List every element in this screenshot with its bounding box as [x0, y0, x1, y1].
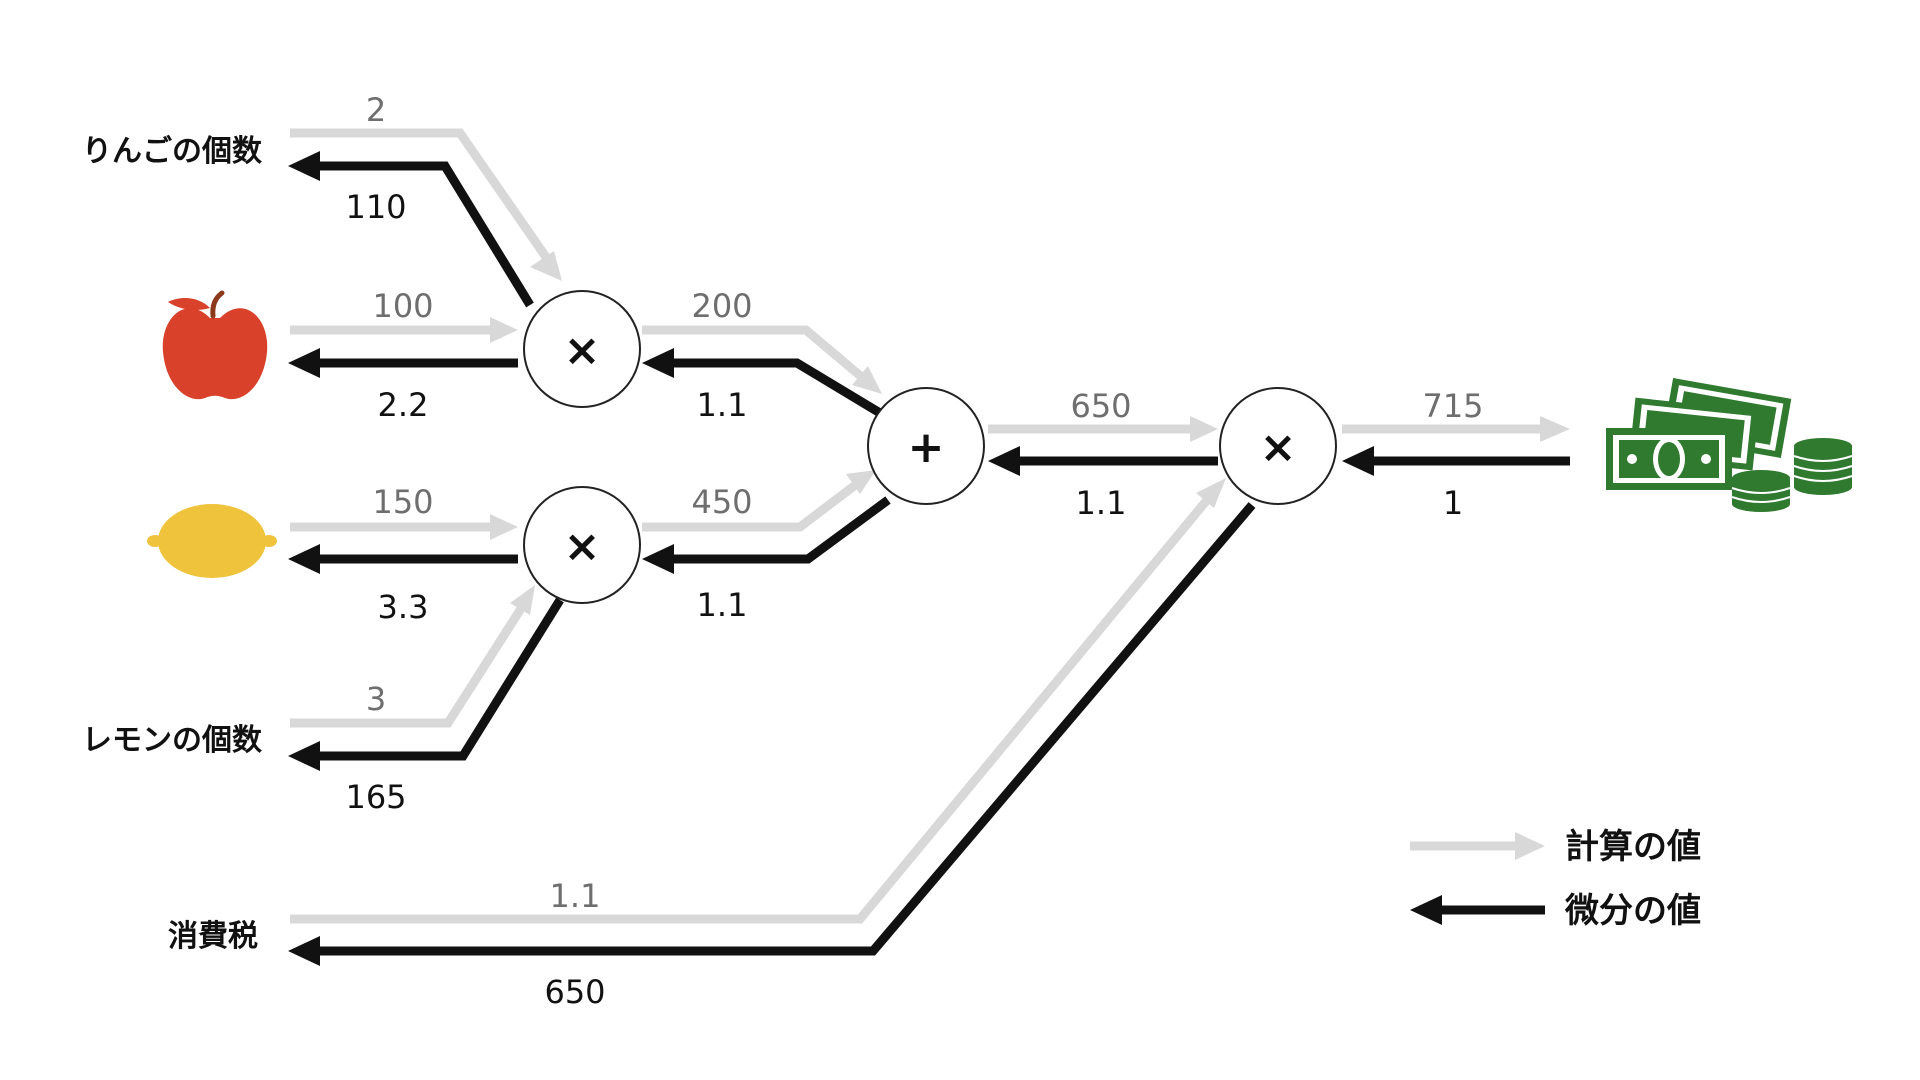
legend-forward-label: 計算の値 [1565, 827, 1701, 867]
fwd-lemon-count-line [290, 604, 526, 728]
fwd-tax-line [290, 497, 1211, 924]
bwd-value-apple-count: 110 [345, 188, 406, 226]
fwd-lemon-total-arrowhead [846, 470, 876, 494]
fwd-value-lemon-price: 150 [372, 483, 433, 521]
mul-node-lemon: × [523, 486, 641, 604]
apple-count-label: りんごの個数 [82, 134, 263, 169]
mul-node-apple: × [523, 290, 641, 408]
mul-node-tax: × [1219, 387, 1337, 505]
fwd-value-total: 715 [1422, 387, 1483, 425]
bwd-apple-total-arrowhead [642, 348, 674, 378]
money-icon [1606, 378, 1853, 512]
legend-backward-arrowhead [1410, 895, 1442, 925]
bwd-lemon-count-line [316, 597, 564, 761]
fwd-apple-total-arrowhead [852, 366, 882, 394]
fwd-apple-count-arrowhead [530, 251, 562, 281]
bwd-lemon-total-arrowhead [642, 544, 674, 574]
fwd-value-subtotal: 650 [1070, 387, 1131, 425]
bwd-value-total: 1 [1443, 484, 1463, 522]
fwd-tax-arrowhead [1196, 478, 1226, 508]
legend-backward-label: 微分の値 [1564, 891, 1701, 931]
fwd-value-apple-total: 200 [691, 287, 752, 325]
mul-node-tax-symbol: × [1260, 422, 1297, 473]
legend-forward-arrowhead [1515, 832, 1545, 860]
add-node-symbol: + [908, 422, 945, 473]
bwd-tax-arrowhead [288, 936, 320, 966]
forward-paths [290, 128, 1570, 924]
fwd-apple-count-line [290, 128, 552, 263]
mul-node-lemon-symbol: × [564, 521, 601, 572]
bwd-value-lemon-total: 1.1 [697, 586, 748, 624]
fwd-lemon-price-arrowhead [490, 514, 518, 540]
bwd-value-apple-price: 2.2 [378, 386, 429, 424]
bwd-total-arrowhead [1342, 446, 1374, 476]
bwd-value-apple-total: 1.1 [697, 386, 748, 424]
lemon-icon [147, 504, 277, 578]
mul-node-apple-symbol: × [564, 325, 601, 376]
fwd-value-apple-price: 100 [372, 287, 433, 325]
backward-paths [288, 151, 1570, 966]
bwd-apple-price-arrowhead [288, 348, 320, 378]
legend: 計算の値 微分の値 [1410, 827, 1701, 931]
tax-label: 消費税 [168, 919, 258, 954]
bwd-lemon-price-arrowhead [288, 544, 320, 574]
fwd-total-arrowhead [1540, 416, 1570, 442]
bwd-tax-line [316, 502, 1256, 956]
fwd-lemon-total-line [642, 479, 861, 532]
lemon-count-label: レモンの個数 [82, 723, 263, 758]
add-node: + [867, 387, 985, 505]
bwd-value-tax: 650 [544, 973, 605, 1011]
fwd-apple-total-line [642, 325, 867, 383]
bwd-value-lemon-count: 165 [345, 778, 406, 816]
bwd-value-lemon-price: 3.3 [378, 588, 429, 626]
bwd-lemon-total-line [670, 496, 891, 564]
bwd-lemon-count-arrowhead [288, 741, 320, 771]
bwd-apple-count-line [316, 161, 534, 308]
bwd-apple-count-arrowhead [288, 151, 320, 181]
fwd-value-tax: 1.1 [550, 877, 601, 915]
fwd-value-apple-count: 2 [366, 91, 386, 129]
bwd-value-subtotal: 1.1 [1076, 484, 1127, 522]
fwd-subtotal-arrowhead [1190, 416, 1218, 442]
bwd-subtotal-arrowhead [988, 446, 1020, 476]
fwd-lemon-count-arrowhead [510, 585, 535, 615]
bwd-apple-total-line [670, 358, 888, 420]
fwd-value-lemon-count: 3 [366, 680, 386, 718]
fwd-apple-price-arrowhead [490, 317, 518, 343]
fwd-value-lemon-total: 450 [691, 483, 752, 521]
apple-icon [162, 290, 268, 400]
